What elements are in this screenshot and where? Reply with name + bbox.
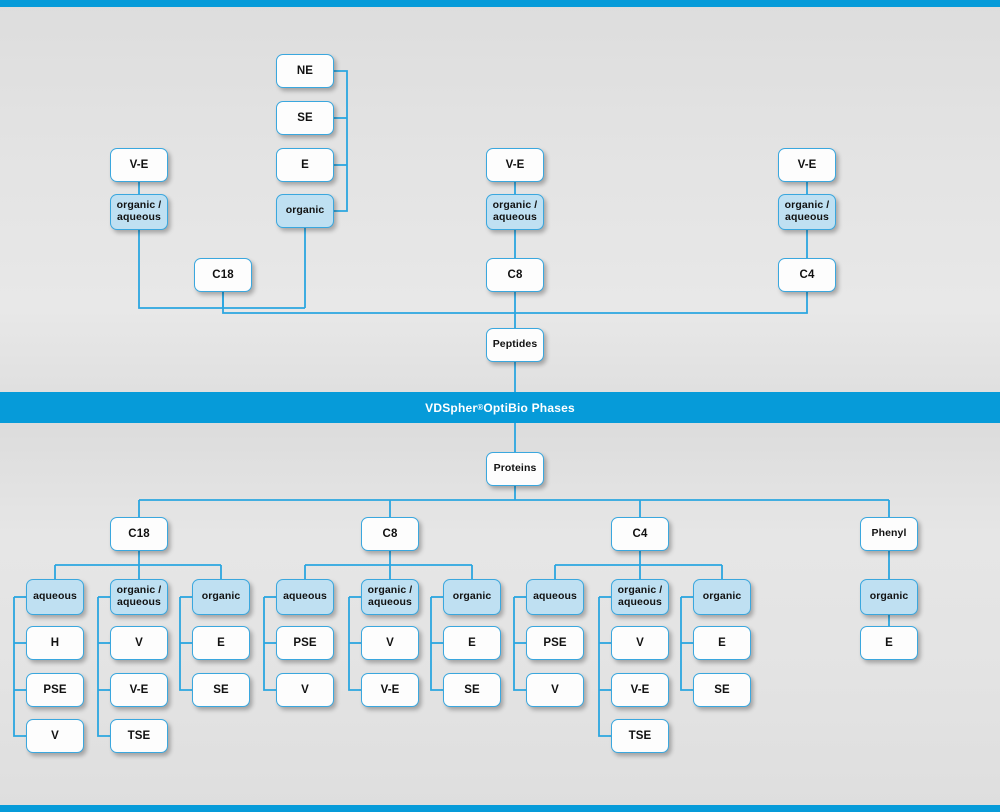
node-peptides-chain-c18[interactable]: C18 bbox=[194, 258, 252, 292]
node-proteins-c8-aqueous-pse[interactable]: PSE bbox=[276, 626, 334, 660]
node-peptides-chain-c4[interactable]: C4 bbox=[778, 258, 836, 292]
node-peptides-c8-organic-aqueous[interactable]: organic / aqueous bbox=[486, 194, 544, 230]
node-peptides-c18-organic-aqueous[interactable]: organic / aqueous bbox=[110, 194, 168, 230]
bottom-accent-bar bbox=[0, 805, 1000, 812]
node-peptides-c8-ve[interactable]: V-E bbox=[486, 148, 544, 182]
node-proteins-c8-aqueous[interactable]: aqueous bbox=[276, 579, 334, 615]
banner-vdspher-optibio-phases: VDSpher® OptiBio Phases bbox=[0, 392, 1000, 423]
node-proteins-c18-organic-aqueous-v[interactable]: V bbox=[110, 626, 168, 660]
node-proteins-chain-c8[interactable]: C8 bbox=[361, 517, 419, 551]
node-proteins-chain-c4[interactable]: C4 bbox=[611, 517, 669, 551]
node-peptides-se[interactable]: SE bbox=[276, 101, 334, 135]
node-proteins-c4-aqueous-v[interactable]: V bbox=[526, 673, 584, 707]
node-proteins-c18-organic[interactable]: organic bbox=[192, 579, 250, 615]
node-proteins-c8-organic-e[interactable]: E bbox=[443, 626, 501, 660]
node-proteins-root[interactable]: Proteins bbox=[486, 452, 544, 486]
node-peptides-chain-c8[interactable]: C8 bbox=[486, 258, 544, 292]
node-proteins-c18-organic-aqueous-ve[interactable]: V-E bbox=[110, 673, 168, 707]
node-peptides-root[interactable]: Peptides bbox=[486, 328, 544, 362]
node-proteins-c8-organic[interactable]: organic bbox=[443, 579, 501, 615]
node-peptides-organic[interactable]: organic bbox=[276, 194, 334, 228]
node-peptides-c4-organic-aqueous[interactable]: organic / aqueous bbox=[778, 194, 836, 230]
node-proteins-c8-organic-aqueous-v[interactable]: V bbox=[361, 626, 419, 660]
node-proteins-c8-organic-aqueous-ve[interactable]: V-E bbox=[361, 673, 419, 707]
banner-text-suffix: OptiBio Phases bbox=[483, 400, 575, 415]
node-peptides-e[interactable]: E bbox=[276, 148, 334, 182]
node-proteins-c18-organic-se[interactable]: SE bbox=[192, 673, 250, 707]
node-proteins-c4-aqueous[interactable]: aqueous bbox=[526, 579, 584, 615]
banner-text-prefix: VDSpher bbox=[425, 400, 478, 415]
node-proteins-c8-aqueous-v[interactable]: V bbox=[276, 673, 334, 707]
node-proteins-chain-phenyl[interactable]: Phenyl bbox=[860, 517, 918, 551]
node-peptides-ne[interactable]: NE bbox=[276, 54, 334, 88]
node-proteins-c18-aqueous-v[interactable]: V bbox=[26, 719, 84, 753]
node-proteins-c4-organic-se[interactable]: SE bbox=[693, 673, 751, 707]
node-proteins-chain-c18[interactable]: C18 bbox=[110, 517, 168, 551]
node-proteins-c4-organic[interactable]: organic bbox=[693, 579, 751, 615]
node-peptides-c4-ve[interactable]: V-E bbox=[778, 148, 836, 182]
node-proteins-c18-organic-aqueous[interactable]: organic / aqueous bbox=[110, 579, 168, 615]
node-proteins-c18-aqueous-pse[interactable]: PSE bbox=[26, 673, 84, 707]
node-peptides-c18-ve[interactable]: V-E bbox=[110, 148, 168, 182]
node-proteins-c18-aqueous-h[interactable]: H bbox=[26, 626, 84, 660]
node-proteins-c4-organic-aqueous-ve[interactable]: V-E bbox=[611, 673, 669, 707]
node-proteins-c4-organic-e[interactable]: E bbox=[693, 626, 751, 660]
node-proteins-c4-organic-aqueous-v[interactable]: V bbox=[611, 626, 669, 660]
node-proteins-c4-organic-aqueous-tse[interactable]: TSE bbox=[611, 719, 669, 753]
node-proteins-c4-aqueous-pse[interactable]: PSE bbox=[526, 626, 584, 660]
node-proteins-c18-organic-e[interactable]: E bbox=[192, 626, 250, 660]
node-proteins-phenyl-organic-e[interactable]: E bbox=[860, 626, 918, 660]
node-proteins-c8-organic-aqueous[interactable]: organic / aqueous bbox=[361, 579, 419, 615]
node-proteins-c8-organic-se[interactable]: SE bbox=[443, 673, 501, 707]
node-proteins-c4-organic-aqueous[interactable]: organic / aqueous bbox=[611, 579, 669, 615]
top-accent-bar bbox=[0, 0, 1000, 7]
node-proteins-c18-organic-aqueous-tse[interactable]: TSE bbox=[110, 719, 168, 753]
node-proteins-phenyl-organic[interactable]: organic bbox=[860, 579, 918, 615]
node-proteins-c18-aqueous[interactable]: aqueous bbox=[26, 579, 84, 615]
